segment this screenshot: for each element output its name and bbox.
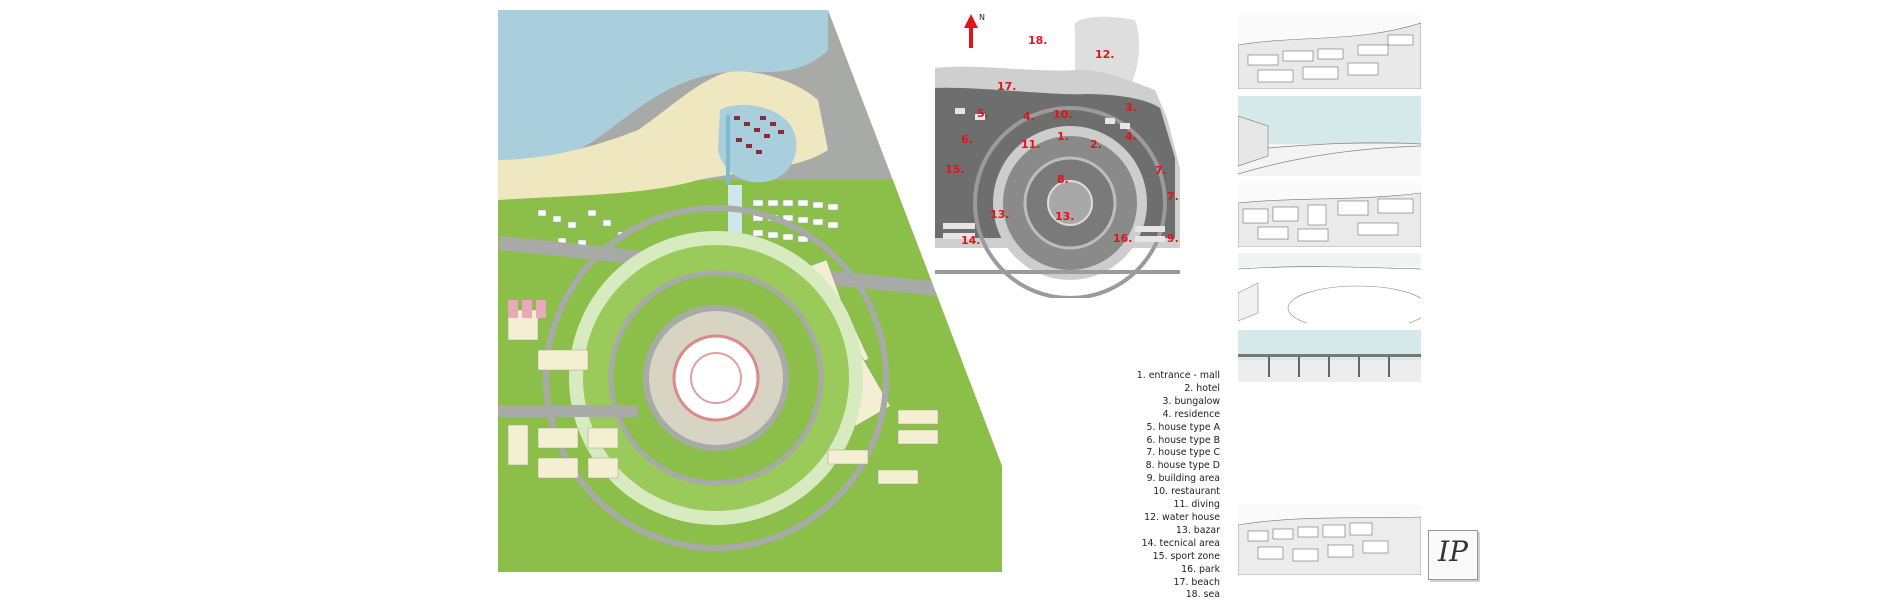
legend-item: 10. restaurant <box>1153 486 1220 498</box>
zone-label-15: 15. <box>945 163 965 176</box>
zone-label-13b: 13. <box>1055 210 1075 223</box>
architect-logo: IP <box>1428 530 1478 580</box>
zone-label-10: 10. <box>1053 108 1073 121</box>
zoning-plan: N 18. 12. 17. 5. 4. 10. 3. 6. 11. 1. 2. … <box>935 8 1180 298</box>
zone-label-2: 2. <box>1090 138 1102 151</box>
legend-item: 12. water house <box>1144 511 1220 523</box>
legend-item: 1. entrance - mall <box>1136 370 1220 381</box>
view-6 <box>1238 505 1421 575</box>
lower-road <box>498 405 638 417</box>
master-plan-color <box>498 10 1002 572</box>
view-3 <box>1238 183 1421 247</box>
legend-item: 11. diving <box>1173 499 1221 511</box>
legend-item: 7. house type C <box>1146 447 1220 459</box>
legend-item: 8. house type D <box>1145 460 1220 472</box>
view-2 <box>1238 96 1421 176</box>
north-label: N <box>979 13 985 22</box>
upper-housing <box>537 199 839 247</box>
legend-item: 15. sport zone <box>1152 550 1220 562</box>
zone-label-4a: 4. <box>1023 110 1035 123</box>
zone-label-7a: 7. <box>1155 164 1167 177</box>
zone-label-6: 6. <box>961 133 973 146</box>
zone-label-13a: 13. <box>990 208 1010 221</box>
legend-item: 17. beach <box>1173 576 1220 588</box>
legend-item: 14. tecnical area <box>1141 537 1220 549</box>
zone-label-7b: 7. <box>1167 190 1179 203</box>
zone-label-12: 12. <box>1095 48 1115 61</box>
zone-label-8: 8. <box>1057 173 1069 186</box>
legend-item: 3. bungalow <box>1162 395 1220 407</box>
legend-item: 2. hotel <box>1184 382 1220 394</box>
zoning-bazar <box>1047 180 1093 226</box>
legend-item: 18. sea <box>1185 589 1220 601</box>
zoning-outer-ring <box>973 106 1167 298</box>
legend-item: 16. park <box>1181 563 1220 575</box>
logo-text: IP <box>1438 535 1468 568</box>
bazar-inner <box>690 352 742 404</box>
zone-label-18: 18. <box>1028 34 1048 47</box>
lagoon <box>718 104 797 183</box>
legend-item: 9. building area <box>1146 473 1220 485</box>
zone-label-17: 17. <box>997 80 1017 93</box>
zone-label-14: 14. <box>961 234 981 247</box>
lower-right-blocks <box>827 409 939 485</box>
zone-label-11: 11. <box>1021 138 1041 151</box>
zone-label-1: 1. <box>1057 130 1069 143</box>
zoning-blocks <box>943 108 1165 242</box>
zone-label-3: 3. <box>1125 101 1137 114</box>
lower-left-blocks <box>507 309 619 479</box>
view-4 <box>1238 253 1421 323</box>
outer-ring-road <box>543 205 889 551</box>
legend-item: 4. residence <box>1162 408 1220 420</box>
zone-label-4b: 4. <box>1125 130 1137 143</box>
sea-area <box>498 10 828 160</box>
view-1 <box>1238 15 1421 89</box>
zoning-plan-drawing: N 18. 12. 17. 5. 4. 10. 3. 6. 11. 1. 2. … <box>935 13 1180 298</box>
pier <box>726 115 730 185</box>
zone-label-9: 9. <box>1167 232 1179 245</box>
zoning-bottom-road <box>935 270 1180 274</box>
sport-courts <box>508 300 546 318</box>
zone-label-5: 5. <box>977 107 989 120</box>
zone-label-16: 16. <box>1113 232 1133 245</box>
view-5 <box>1238 330 1421 382</box>
water-houses <box>734 116 784 154</box>
legend-item: 6. house type B <box>1146 434 1220 446</box>
legend-item: 13. bazar <box>1175 524 1220 536</box>
master-plan-drawing <box>498 10 1002 572</box>
legend-item: 5. house type A <box>1146 421 1220 433</box>
north-arrow: N <box>964 13 985 48</box>
central-bazar <box>672 334 760 422</box>
